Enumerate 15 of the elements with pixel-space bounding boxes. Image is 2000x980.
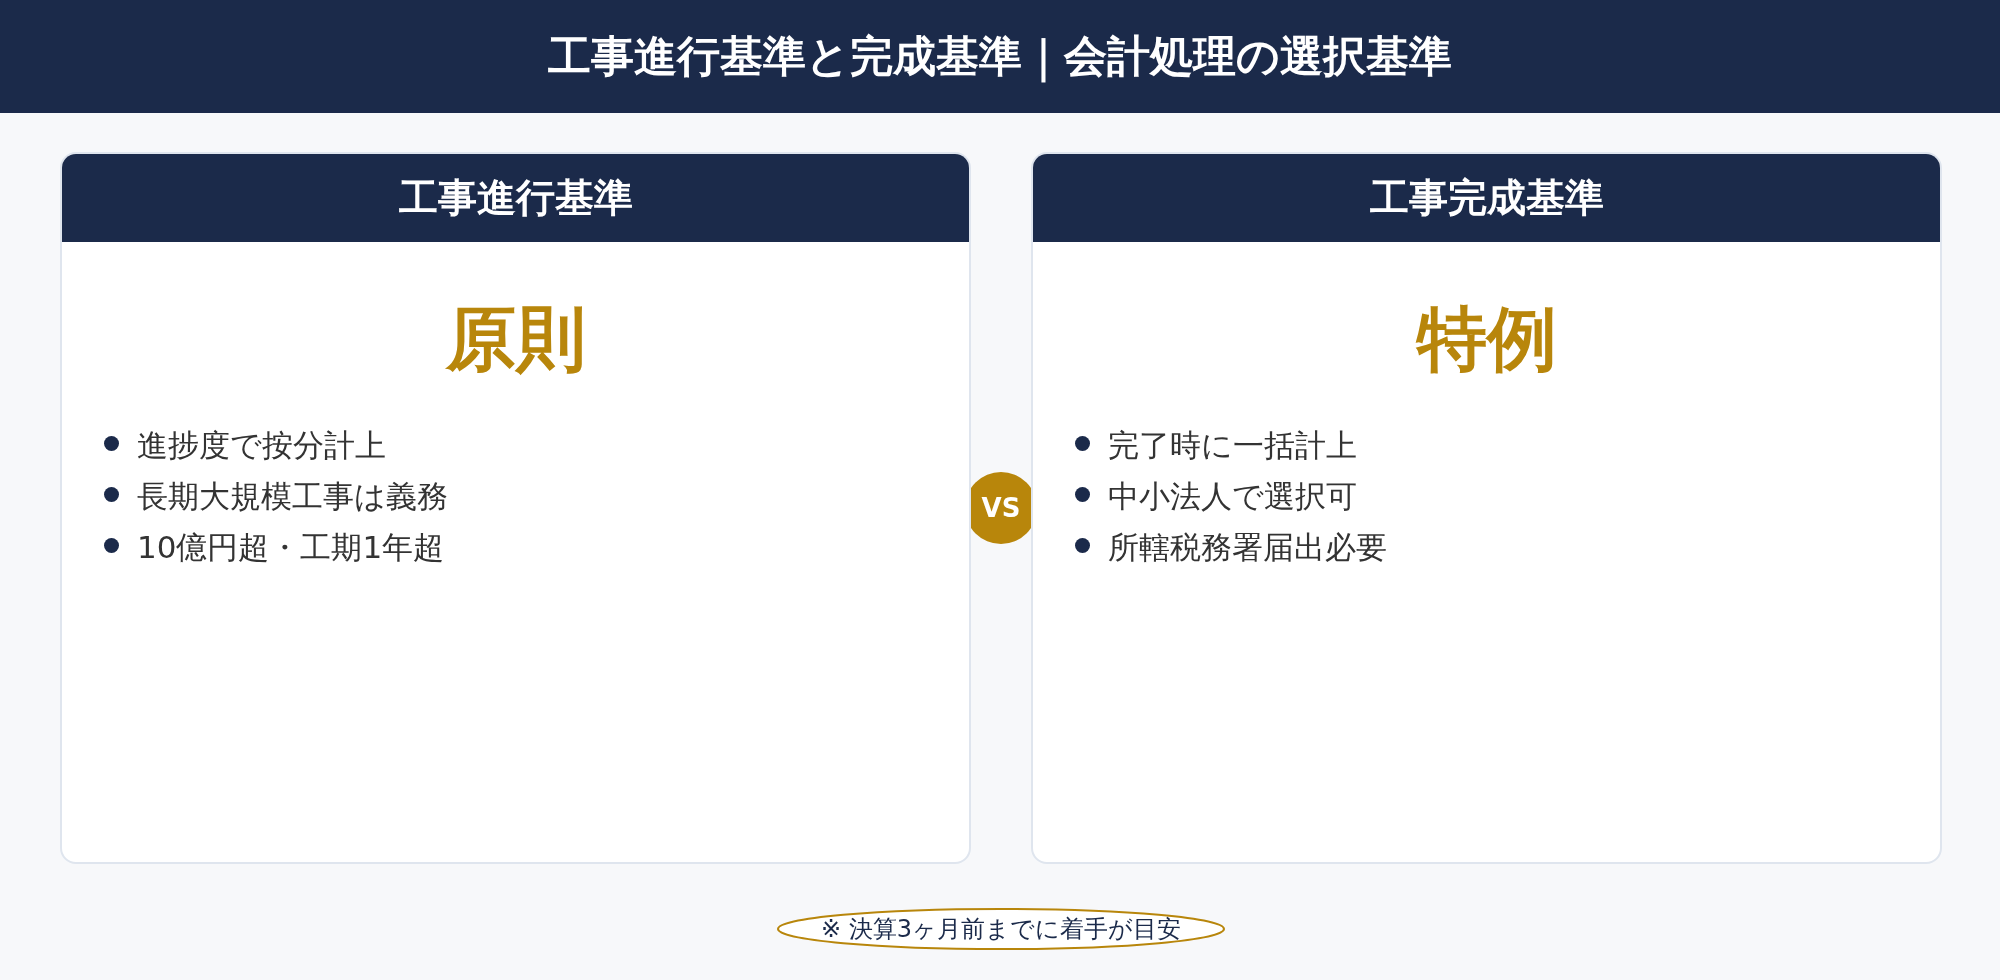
vs-badge: VS <box>971 472 1031 544</box>
card-header: 工事進行基準 <box>62 154 969 242</box>
card-header: 工事完成基準 <box>1033 154 1940 242</box>
heading: 特例 <box>1416 301 1557 378</box>
title: 工事進行基準と完成基準｜会計処理の選択基準 <box>548 30 1452 83</box>
card <box>60 152 971 864</box>
card <box>1031 152 1942 864</box>
list-item: 長期大規模工事は義務 <box>137 477 448 516</box>
note-ellipse: ※ 決算3ヶ月前までに着手が目安 <box>777 908 1225 950</box>
list-item: 進捗度で按分計上 <box>137 426 386 465</box>
list-item: 完了時に一括計上 <box>1108 426 1357 465</box>
list-item: 中小法人で選択可 <box>1108 477 1357 516</box>
list-item: 所轄税務署届出必要 <box>1108 528 1387 567</box>
list-item: 10億円超・工期1年超 <box>137 528 445 567</box>
heading: 原則 <box>445 301 586 378</box>
